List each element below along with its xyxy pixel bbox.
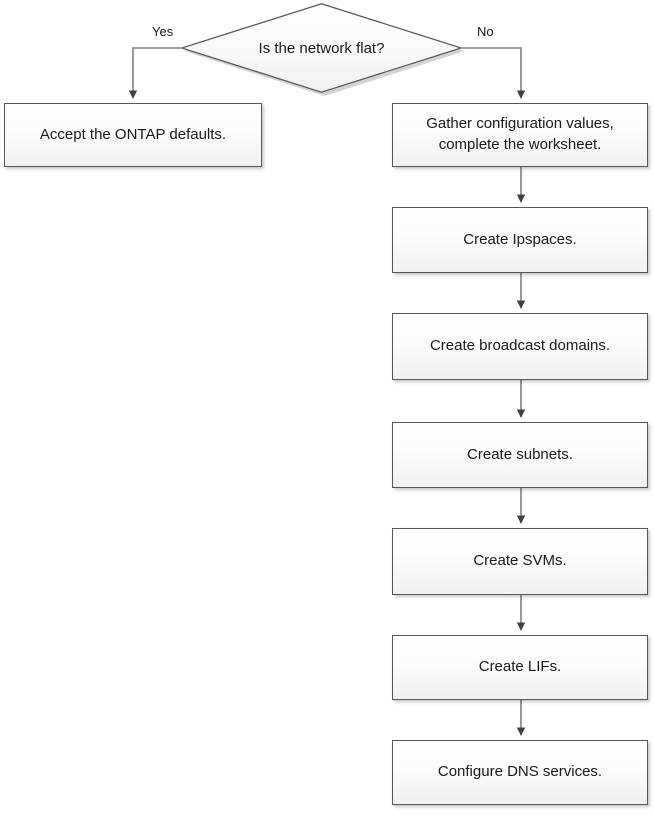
process-node-label: Create broadcast domains.: [429, 337, 611, 355]
process-node-create-ipspaces[interactable]: Create Ipspaces.: [392, 207, 648, 273]
process-node-label: Create Ipspaces.: [463, 230, 577, 248]
diamond-outline: [181, 3, 462, 93]
process-node-label: Gather configuration values, complete th…: [426, 115, 614, 153]
process-node-label: Create SVMs.: [473, 552, 567, 570]
branch-label-no: No: [477, 24, 494, 39]
process-node-label: Create subnets.: [467, 445, 573, 463]
process-node-label: Configure DNS services.: [437, 763, 603, 781]
connector-yes-branch: [128, 47, 181, 99]
process-node-create-svms[interactable]: Create SVMs.: [392, 528, 648, 595]
process-node-accept-ontap-defaults[interactable]: Accept the ONTAP defaults.: [4, 103, 262, 167]
process-node-create-subnets[interactable]: Create subnets.: [392, 422, 648, 488]
branch-label-yes: Yes: [152, 24, 174, 39]
process-node-create-lifs[interactable]: Create LIFs.: [392, 635, 648, 700]
process-node-gather-configuration-values[interactable]: Gather configuration values, complete th…: [392, 103, 648, 167]
connector-no-branch: [462, 47, 526, 99]
process-node-label: Create LIFs.: [478, 658, 562, 676]
decision-node-label: Is the network flat?: [258, 39, 385, 57]
process-node-create-broadcast-domains[interactable]: Create broadcast domains.: [392, 313, 648, 380]
process-node-configure-dns-services[interactable]: Configure DNS services.: [392, 740, 648, 805]
process-node-label: Accept the ONTAP defaults.: [39, 125, 227, 143]
decision-node-is-network-flat[interactable]: Is the network flat?: [181, 3, 465, 96]
